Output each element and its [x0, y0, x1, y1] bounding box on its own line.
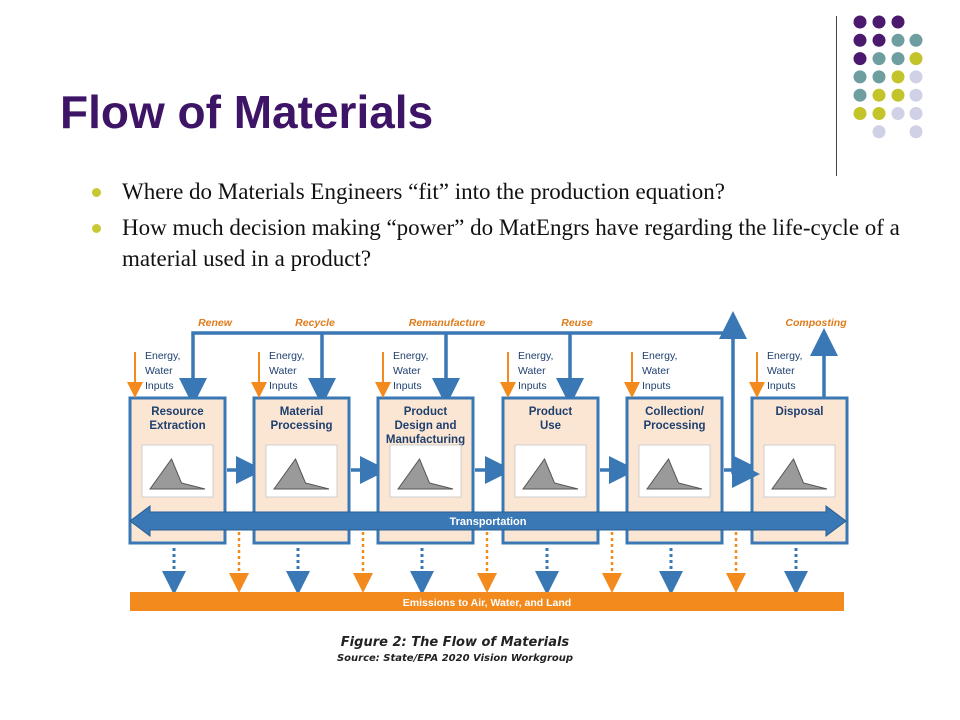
bullet-item: Where do Materials Engineers “fit” into …	[92, 176, 952, 207]
decorative-dot	[891, 15, 905, 29]
bullet-dot	[92, 188, 101, 197]
stage-label: Processing	[644, 420, 706, 432]
excavator-icon-shape	[149, 457, 206, 490]
decorative-dot	[853, 52, 867, 66]
bullet-item: How much decision making “power” do MatE…	[92, 212, 952, 274]
loop-label: Remanufacture	[409, 317, 486, 329]
decorative-dot	[872, 107, 886, 120]
input-label: Water	[393, 365, 421, 377]
decorative-dot	[872, 125, 886, 139]
transportation-label: Transportation	[449, 516, 526, 528]
shopping-cart-icon-shape	[522, 457, 579, 490]
figure-title: Figure 2: The Flow of Materials	[340, 635, 570, 650]
page-title: Flow of Materials	[60, 86, 434, 138]
decorative-dot	[872, 33, 886, 47]
decorative-dot	[891, 52, 905, 66]
loop-label: Renew	[198, 317, 233, 329]
loop-line	[191, 331, 735, 474]
decorative-dot	[872, 88, 886, 102]
emissions-bar	[130, 592, 844, 611]
transportation-band	[129, 505, 847, 537]
garbage-truck-icon-shape	[646, 457, 703, 490]
input-label: Energy,	[269, 350, 304, 362]
decorative-dot	[909, 125, 923, 139]
stage-label: Material	[280, 406, 323, 418]
input-label: Inputs	[269, 380, 298, 392]
decorative-dot	[891, 88, 905, 102]
factory-icon-shape	[397, 457, 454, 490]
decorative-dot	[853, 70, 867, 84]
decorative-dot	[853, 107, 867, 120]
input-label: Inputs	[518, 380, 547, 392]
input-label: Energy,	[393, 350, 428, 362]
decorative-dot	[872, 15, 886, 29]
bullet-text: Where do Materials Engineers “fit” into …	[122, 179, 725, 204]
stage-label: Disposal	[776, 406, 824, 418]
loop-label: Composting	[785, 317, 847, 329]
input-label: Water	[269, 365, 297, 377]
input-label: Inputs	[393, 380, 422, 392]
decorative-dot	[909, 107, 923, 120]
decorative-dot	[853, 88, 867, 102]
stage-label: Processing	[271, 420, 333, 432]
stage-label: Resource	[151, 406, 203, 418]
stage-label: Extraction	[149, 420, 205, 432]
material-bin-icon-shape	[273, 457, 330, 490]
decorative-dot	[872, 52, 886, 66]
decorative-dot	[909, 70, 923, 84]
stage-label: Collection/	[645, 406, 705, 418]
decorative-dot	[891, 107, 905, 120]
decorative-dot	[909, 52, 923, 66]
input-label: Water	[145, 365, 173, 377]
stage-label: Design and	[395, 420, 457, 432]
decorative-divider	[836, 16, 837, 176]
decorative-dot	[909, 88, 923, 102]
decorative-dot	[891, 33, 905, 47]
input-label: Water	[642, 365, 670, 377]
landfill-icon-shape	[771, 457, 828, 490]
decorative-dot	[853, 15, 867, 29]
input-label: Water	[767, 365, 795, 377]
bullet-list: Where do Materials Engineers “fit” into …	[92, 176, 952, 279]
input-label: Energy,	[642, 350, 677, 362]
input-label: Energy,	[767, 350, 802, 362]
bullet-text: How much decision making “power” do MatE…	[122, 215, 900, 271]
input-label: Energy,	[518, 350, 553, 362]
decorative-dot	[891, 70, 905, 84]
decorative-dot	[853, 33, 867, 47]
stage-label: Product	[404, 406, 448, 418]
input-label: Inputs	[642, 380, 671, 392]
input-label: Energy,	[145, 350, 180, 362]
stage-label: Use	[540, 420, 561, 432]
emissions-label: Emissions to Air, Water, and Land	[403, 597, 571, 609]
loop-label: Recycle	[295, 317, 335, 329]
figure-caption: Figure 2: The Flow of Materials Source: …	[300, 634, 610, 666]
input-label: Water	[518, 365, 546, 377]
input-label: Inputs	[145, 380, 174, 392]
bullet-dot	[92, 224, 101, 233]
decorative-dot	[872, 70, 886, 84]
decorative-dot-grid	[853, 15, 923, 139]
stage-label: Manufacturing	[386, 434, 465, 446]
input-label: Inputs	[767, 380, 796, 392]
loop-label: Reuse	[561, 317, 593, 329]
decorative-dot	[909, 33, 923, 47]
stage-label: Product	[529, 406, 573, 418]
figure-source: Source: State/EPA 2020 Vision Workgroup	[336, 653, 574, 664]
